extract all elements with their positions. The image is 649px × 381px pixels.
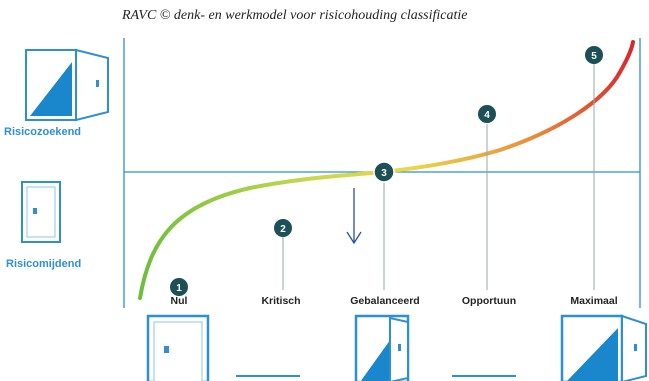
down-arrow-icon — [346, 188, 362, 245]
svg-text:3: 3 — [381, 168, 387, 179]
svg-text:5: 5 — [591, 51, 597, 62]
stage-badge-3: 3 — [373, 161, 395, 183]
stage-badge-1: 1 — [170, 278, 188, 296]
svg-text:2: 2 — [280, 224, 286, 235]
stage-badge-2: 2 — [274, 219, 292, 237]
risk-curve — [138, 40, 635, 300]
risk-avoiding-label: Risicomijdend — [6, 258, 82, 270]
stage-badge-4: 4 — [478, 105, 496, 123]
diagram-title: RAVC © denk- en werkmodel voor risicohou… — [122, 8, 468, 23]
svg-text:1: 1 — [176, 283, 182, 294]
svg-text:4: 4 — [484, 110, 490, 121]
stage-label-5: Maximaal — [570, 295, 617, 307]
open-door-icon — [560, 314, 647, 381]
stage-label-1: Nul — [171, 295, 188, 307]
open-door-icon — [25, 48, 109, 122]
closed-door-icon — [21, 181, 61, 243]
half-open-door-icon — [354, 314, 410, 381]
stage-label-3: Gebalanceerd — [350, 295, 419, 307]
risk-seeking-label: Risicozoekend — [4, 126, 82, 138]
stage-label-4: Opportuun — [462, 295, 516, 307]
stage-label-2: Kritisch — [261, 295, 300, 307]
closed-door-icon — [146, 314, 210, 381]
stage-badge-5: 5 — [585, 46, 603, 64]
